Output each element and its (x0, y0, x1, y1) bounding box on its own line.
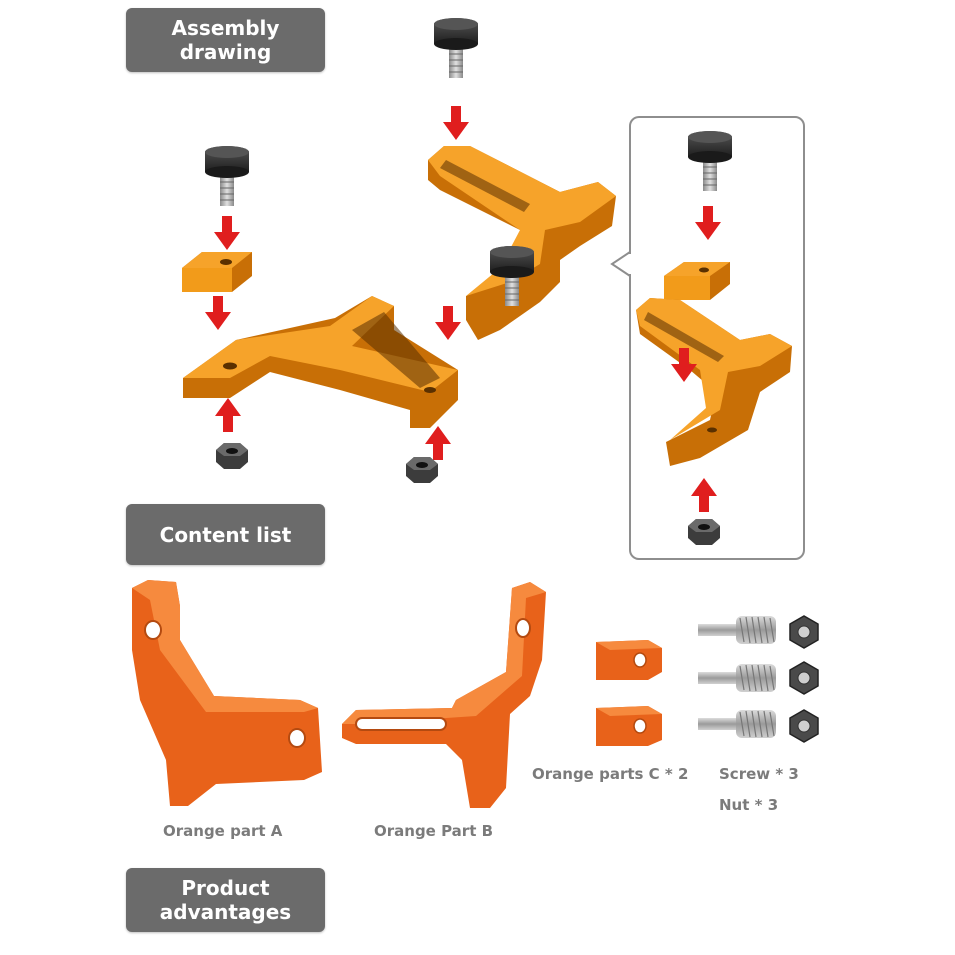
part-c-render (182, 252, 252, 292)
section-badge-assembly-drawing: Assembly drawing (126, 8, 325, 72)
nut-icon (216, 443, 248, 469)
section-badge-content-list: Content list (126, 504, 325, 565)
thumb-screw-icon (735, 709, 777, 739)
arrow-down-icon (695, 206, 721, 240)
content-screws (698, 615, 777, 739)
hex-nut-icon (789, 709, 819, 743)
arrow-down-icon (435, 306, 461, 340)
screw-icon (687, 130, 733, 192)
assembly-middle (428, 17, 616, 340)
badge-line-2: advantages (159, 900, 292, 924)
caption-screw: Screw * 3 (719, 765, 799, 783)
nut-icon (406, 457, 438, 483)
arrow-down-icon (205, 296, 231, 330)
assembly-callout (610, 130, 792, 545)
thumb-screw-icon (735, 663, 777, 693)
caption-part-a: Orange part A (163, 822, 283, 840)
arrow-up-icon (215, 398, 241, 432)
content-nuts (789, 615, 819, 743)
part-a-render (183, 296, 458, 428)
screw-icon (433, 17, 479, 79)
content-part-a (132, 580, 322, 806)
arrow-down-icon (443, 106, 469, 140)
caption-part-b: Orange Part B (374, 822, 494, 840)
caption-nut: Nut * 3 (719, 796, 779, 814)
badge-line-1: Content list (159, 522, 292, 547)
content-part-b (342, 582, 546, 808)
badge-line-2: drawing (179, 40, 272, 64)
arrow-down-icon (214, 216, 240, 250)
arrow-up-icon (691, 478, 717, 512)
callout-frame (629, 116, 805, 560)
part-b-render-detail (636, 298, 792, 466)
screw-icon (204, 145, 250, 207)
part-c-render-detail (664, 262, 730, 300)
hex-nut-icon (789, 615, 819, 649)
arrow-up-icon (425, 426, 451, 460)
badge-line-1: Product (181, 876, 270, 900)
badge-line-1: Assembly (171, 16, 280, 40)
content-part-c (596, 640, 662, 746)
part-b-render (428, 146, 616, 340)
hex-nut-icon (789, 661, 819, 695)
section-badge-product-advantages: Product advantages (126, 868, 325, 932)
nut-icon (688, 519, 720, 545)
caption-part-c: Orange parts C * 2 (532, 765, 689, 783)
thumb-screw-icon (735, 615, 777, 645)
assembly-left (182, 145, 461, 483)
